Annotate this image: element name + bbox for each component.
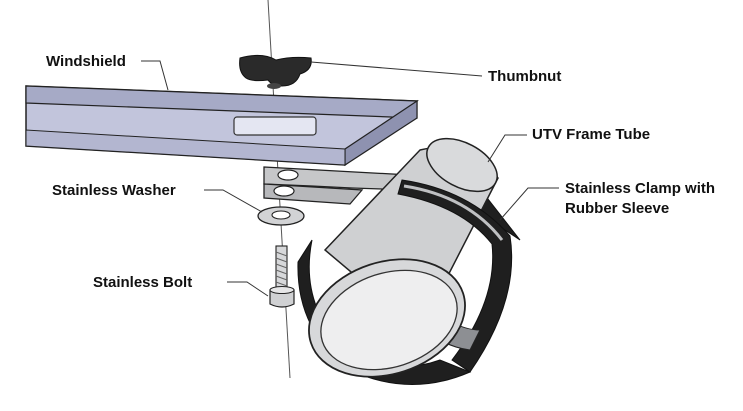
windshield-label: Windshield — [46, 53, 126, 70]
frame-tube-assembly — [297, 137, 521, 385]
windshield-panel — [25, 85, 419, 167]
clamp-label-line1: Stainless Clamp with — [565, 180, 715, 197]
leader-lines — [141, 60, 559, 297]
frame-tube-label: UTV Frame Tube — [532, 126, 650, 143]
washer-label: Stainless Washer — [52, 182, 176, 199]
clamp-label-line2: Rubber Sleeve — [565, 200, 669, 217]
bolt-label: Stainless Bolt — [93, 274, 192, 291]
thumbnut — [239, 54, 312, 89]
stainless-bolt — [269, 245, 295, 308]
thumbnut-label: Thumbnut — [488, 68, 561, 85]
windshield-slot — [233, 116, 317, 136]
stainless-washer — [257, 206, 305, 226]
